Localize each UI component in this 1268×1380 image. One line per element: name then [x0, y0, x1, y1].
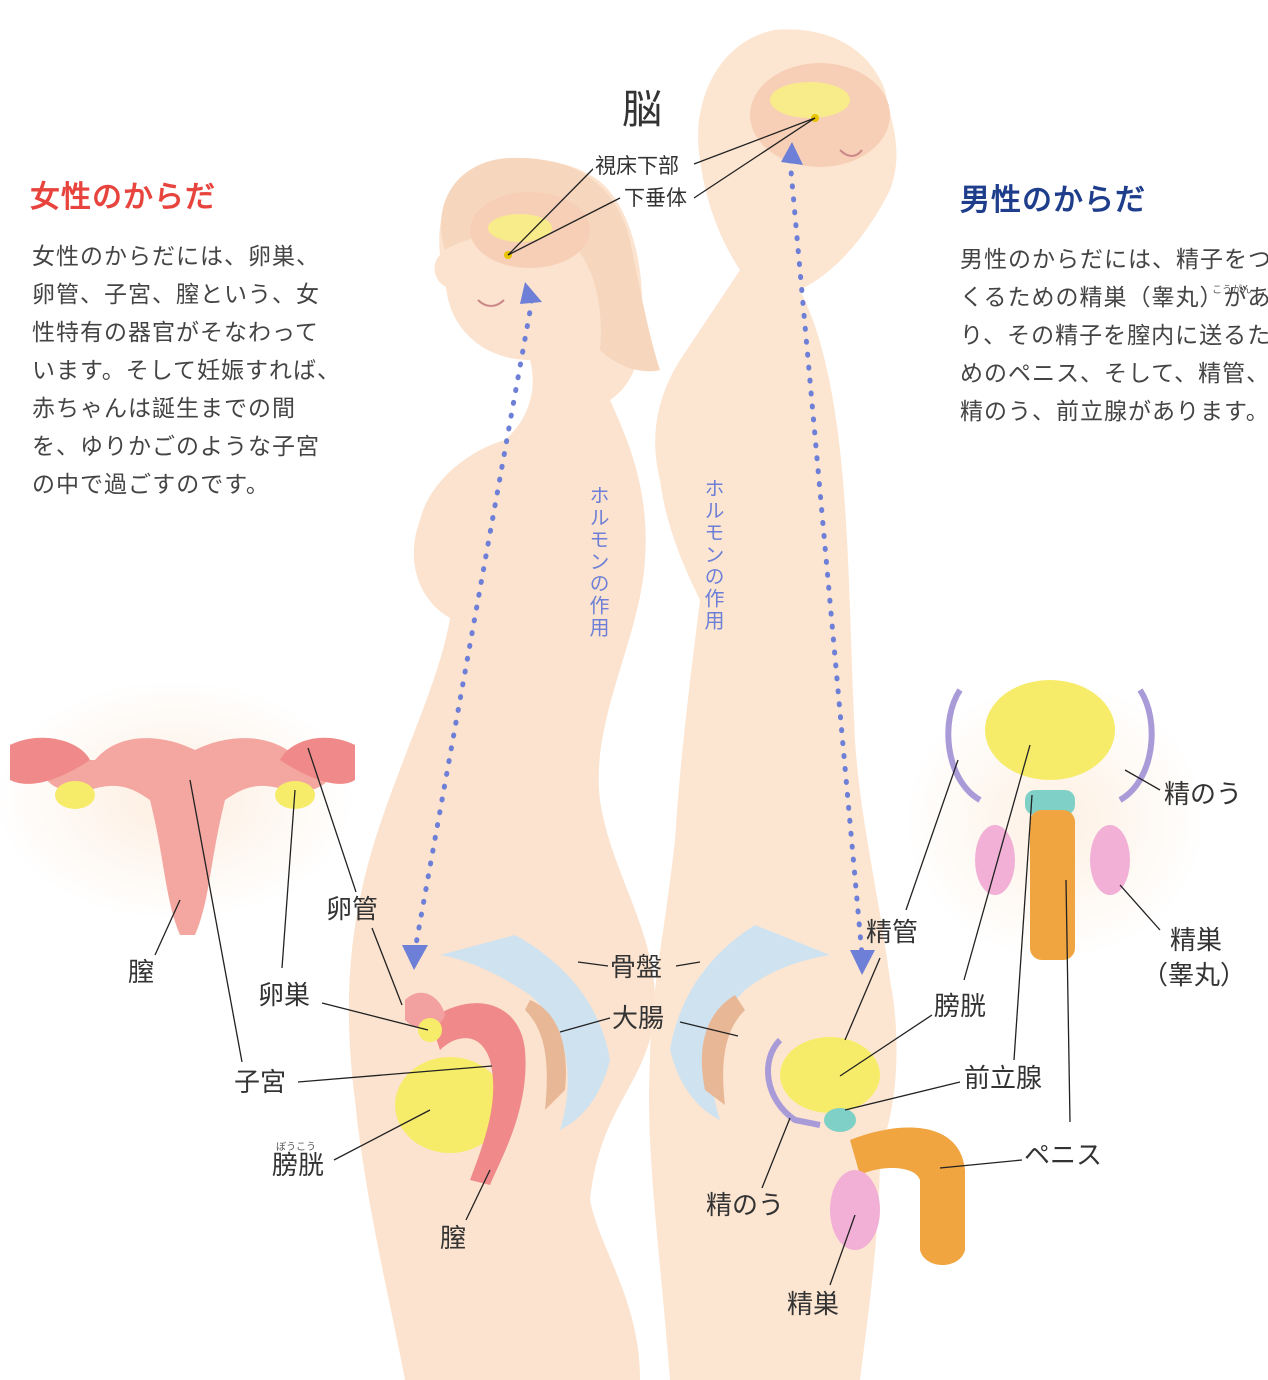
- pituitary-label: 下垂体: [622, 188, 689, 209]
- female-bladder-label: 膀胱: [272, 1153, 324, 1179]
- inset-testis-label: 精巣: [1170, 928, 1222, 954]
- penis-inset: [1030, 810, 1075, 960]
- hormone-label-female: ホルモンの作用: [588, 485, 608, 639]
- female-description: 女性のからだには、卵巣、卵管、子宮、膣という、女性特有の器官がそなわっています。…: [32, 238, 342, 504]
- inset-testis-alt-label: （睾丸）: [1142, 963, 1246, 989]
- large-intestine-label: 大腸: [612, 1006, 664, 1032]
- vas-deferens-label: 精管: [866, 920, 918, 946]
- prostate-label: 前立腺: [964, 1066, 1042, 1092]
- testis-label: 精巣: [787, 1292, 839, 1318]
- ovary-label: 卵巣: [258, 983, 310, 1009]
- brain-label: 脳: [622, 90, 662, 130]
- oviduct-label: 卵管: [326, 897, 378, 923]
- inset-vagina-label: 膣: [128, 960, 154, 986]
- uterus-label: 子宮: [234, 1070, 286, 1096]
- hypothalamus-label: 視床下部: [593, 156, 681, 177]
- male-heading: 男性のからだ: [960, 175, 1146, 219]
- female-vagina-label: 膣: [440, 1226, 466, 1252]
- male-description: 男性のからだには、精子をつくるための精巣（睾丸）があり、その精子を膣内に送るため…: [960, 241, 1268, 431]
- pelvis-label: 骨盤: [610, 955, 662, 981]
- male-bladder-label: 膀胱: [934, 994, 986, 1020]
- hormone-label-male: ホルモンの作用: [703, 478, 723, 632]
- inset-seminal-vesicle-label: 精のう: [1164, 782, 1242, 808]
- male-bladder-shape: [780, 1037, 880, 1113]
- female-heading: 女性のからだ: [30, 172, 216, 216]
- male-testis-shape: [830, 1170, 880, 1250]
- penis-label: ペニス: [1024, 1143, 1102, 1169]
- seminal-vesicle-label: 精のう: [706, 1193, 784, 1219]
